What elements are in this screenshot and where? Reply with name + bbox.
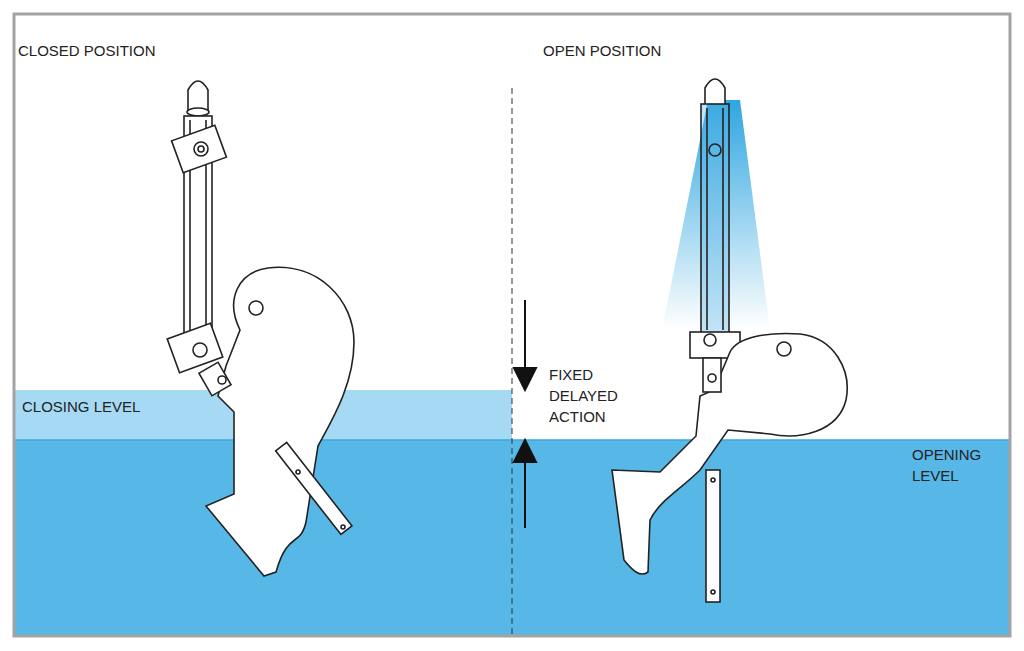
- divider: [512, 88, 513, 636]
- float-arm: [276, 442, 352, 534]
- level-label: CLOSING LEVEL: [22, 396, 222, 417]
- clamp-bolt: [194, 142, 208, 156]
- frame: [14, 14, 1010, 636]
- delay-label: FIXED DELAYED ACTION: [549, 364, 639, 427]
- panel-heading: CLOSED POSITION: [18, 40, 278, 61]
- arm-hole: [296, 470, 300, 474]
- level-label: OPENING LEVEL: [912, 444, 992, 486]
- clamp-bolt: [704, 334, 716, 346]
- open-valve: [612, 79, 847, 602]
- linkage: [199, 362, 231, 396]
- tube-cap: [705, 79, 725, 104]
- closed-valve: [167, 81, 354, 576]
- float-body: [206, 267, 354, 576]
- tube-rail: [706, 108, 708, 330]
- arrow-head: [514, 440, 536, 462]
- clamp-bolt: [198, 146, 204, 152]
- clamp-bolt: [709, 144, 721, 156]
- float-arm: [706, 470, 720, 602]
- linkage-pin: [218, 376, 226, 384]
- float-hole: [249, 301, 263, 315]
- top-clamp: [172, 125, 227, 173]
- linkage: [703, 358, 721, 392]
- linkage-pin: [708, 374, 716, 382]
- clamp-bolt: [193, 343, 207, 357]
- panel-heading: OPEN POSITION: [543, 40, 803, 61]
- tube-rail: [722, 108, 724, 330]
- arrow-shaft: [524, 300, 526, 372]
- arm-hole: [341, 525, 345, 529]
- arm-hole: [711, 590, 715, 594]
- tube-cap-rim: [187, 108, 209, 116]
- arrow-head: [514, 368, 536, 390]
- arm-hole: [711, 478, 715, 482]
- delay-arrows: [514, 300, 536, 528]
- float-body: [612, 334, 847, 575]
- float-hole: [777, 342, 791, 356]
- arrow-shaft: [524, 460, 526, 528]
- tube: [701, 104, 729, 334]
